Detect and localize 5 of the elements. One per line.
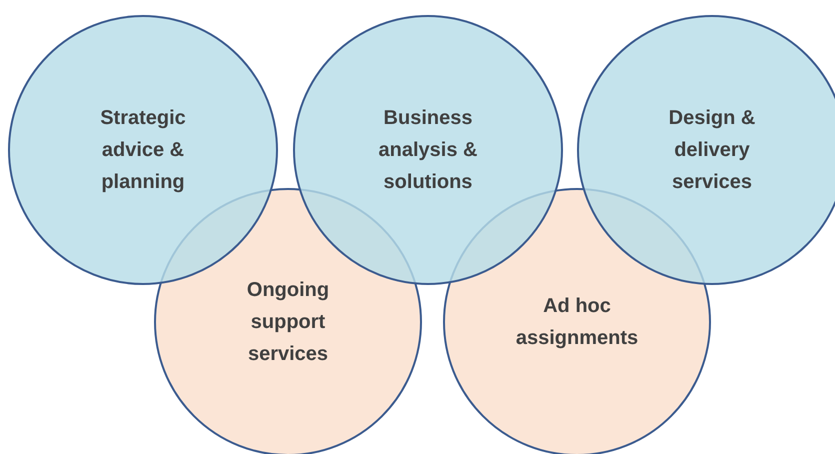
circle-label: Strategic advice & planning bbox=[99, 106, 187, 195]
circle-label: Design & delivery services bbox=[668, 106, 756, 195]
circle-label: Ad hoc assignments bbox=[514, 294, 640, 351]
circle-label: Ongoing support services bbox=[246, 278, 330, 367]
circle-label: Business analysis & solutions bbox=[378, 106, 478, 195]
